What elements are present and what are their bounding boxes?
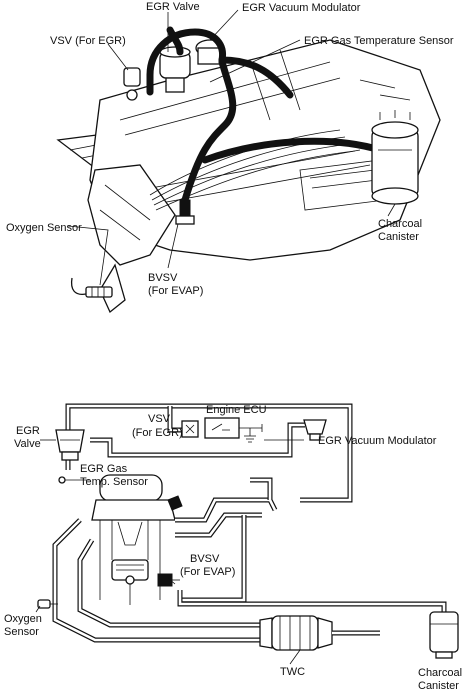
- label-oxygen-sensor-top: Oxygen Sensor: [6, 222, 82, 234]
- label-egr-gas-schematic: EGR Gas: [80, 463, 128, 475]
- vsv-for-egr: [123, 67, 141, 101]
- label-twc: TWC: [280, 666, 305, 678]
- label-charcoal-top: Charcoal: [378, 218, 422, 230]
- egr-valve-schematic: [55, 429, 85, 461]
- egr-vacuum-modulator-schematic: [303, 419, 327, 441]
- label-bvsv-schematic: BVSV: [190, 553, 220, 565]
- oxygen-sensor-schematic: [37, 599, 58, 609]
- bvsv-top: [175, 199, 195, 225]
- engine-ecu: [204, 417, 263, 443]
- label-egr-vacuum-modulator-schematic: EGR Vacuum Modulator: [318, 435, 437, 447]
- label-for-evap-schematic: (For EVAP): [180, 566, 235, 578]
- charcoal-canister-top: [371, 110, 419, 205]
- exhaust-manifold: [87, 164, 176, 314]
- label-sensor-schematic: Sensor: [4, 626, 39, 638]
- canister-purge-line: [177, 590, 447, 612]
- engine-perspective-figure: EGR Valve EGR Vacuum Modulator VSV (For …: [6, 1, 454, 314]
- label-canister-schematic: Canister: [418, 680, 459, 692]
- vsv-schematic: [181, 420, 199, 438]
- label-egr-valve-top: EGR Valve: [146, 1, 200, 13]
- label-egr-gas-temp-sensor-top: EGR Gas Temperature Sensor: [304, 35, 454, 47]
- label-for-egr-schematic: (For EGR): [132, 427, 183, 439]
- bottom-leader-lines: [35, 439, 304, 665]
- exhaust-pipe: [52, 518, 260, 643]
- label-egr-schematic: EGR: [16, 425, 40, 437]
- label-engine-ecu: Engine ECU: [206, 404, 267, 416]
- vacuum-hoses: [146, 26, 384, 204]
- label-canister-top: Canister: [378, 231, 419, 243]
- label-egr-vacuum-modulator-top: EGR Vacuum Modulator: [242, 2, 361, 14]
- intake-manifold: [175, 477, 278, 603]
- oxygen-sensor: [70, 277, 113, 298]
- engine-cylinder: [91, 474, 183, 605]
- emission-schematic-figure: EGR Valve VSV (For EGR) Engine ECU EGR V…: [4, 403, 462, 692]
- label-temp-sensor-schematic: Temp. Sensor: [80, 476, 148, 488]
- label-oxygen-schematic: Oxygen: [4, 613, 42, 625]
- charcoal-canister-schematic: [429, 611, 459, 659]
- label-for-evap-top: (For EVAP): [148, 285, 203, 297]
- label-bvsv-top: BVSV: [148, 272, 178, 284]
- label-vsv-schematic: VSV: [148, 413, 171, 425]
- egr-gas-temp-sensor: [58, 476, 90, 484]
- twc-converter: [259, 615, 380, 651]
- vacuum-line-loop: [65, 403, 353, 503]
- bvsv-schematic: [157, 573, 180, 587]
- top-leader-lines: [67, 9, 396, 286]
- label-vsv-for-egr-top: VSV (For EGR): [50, 35, 126, 47]
- label-valve-schematic: Valve: [14, 438, 41, 450]
- label-charcoal-schematic: Charcoal: [418, 667, 462, 679]
